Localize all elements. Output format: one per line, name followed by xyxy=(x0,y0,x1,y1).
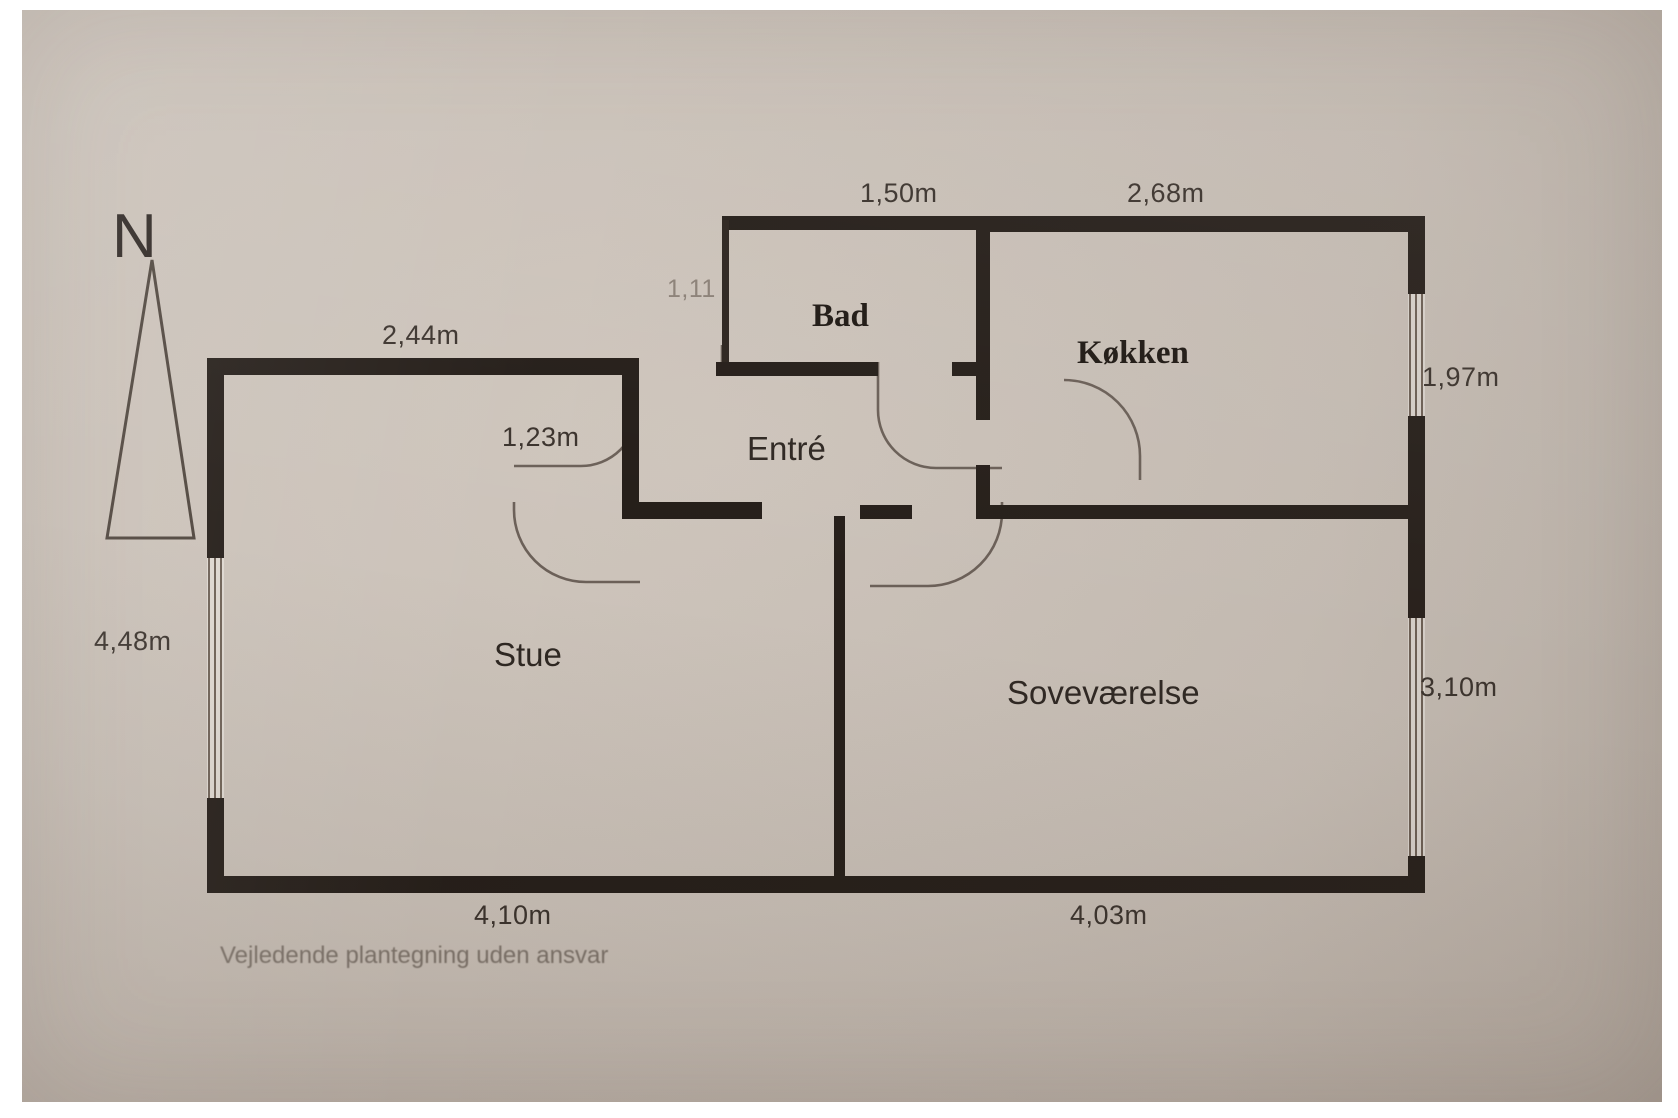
disclaimer-text: Vejledende plantegning uden ansvar xyxy=(220,942,609,969)
north-letter: N xyxy=(112,202,157,271)
dimension-bottom-left: 4,10m xyxy=(474,900,552,930)
dimension-left-outer: 4,48m xyxy=(94,626,172,656)
dimension-kokken-top: 2,68m xyxy=(1127,178,1205,208)
wall-stue-top xyxy=(207,358,639,375)
window-right-bedroom xyxy=(1408,618,1425,856)
room-label-sovevaerelse: Soveværelse xyxy=(1007,674,1200,711)
wall-bad-kokken-divider xyxy=(976,216,990,376)
window-right-kitchen xyxy=(1408,294,1425,416)
dimension-stue-top: 2,44m xyxy=(382,320,460,350)
wall-stue-hall-top xyxy=(622,502,762,519)
wall-bottom xyxy=(207,876,1425,893)
wall-kokken-top xyxy=(976,216,1425,232)
dimension-stue-inner-right: 1,23m xyxy=(502,422,580,452)
wall-sovevaerelse-top xyxy=(976,505,1425,519)
wall-hall-top-right-stub xyxy=(952,362,990,376)
wall-hall-bottom-left xyxy=(860,505,912,519)
wall-left-lower xyxy=(207,798,224,893)
room-label-stue: Stue xyxy=(494,636,562,673)
dimension-bad-left: 1,11 xyxy=(667,275,716,303)
room-label-bad: Bad xyxy=(812,298,869,334)
wall-bad-bottom xyxy=(716,362,878,376)
wall-right-top xyxy=(1408,232,1425,294)
dimension-kokken-right: 1,97m xyxy=(1422,362,1500,392)
paper-sheet: N xyxy=(22,10,1662,1102)
wall-stue-right-upper xyxy=(622,358,639,518)
door-swing-arcs xyxy=(512,345,1142,588)
wall-bad-top xyxy=(722,216,976,230)
dimension-bad-top: 1,50m xyxy=(860,178,938,208)
dimension-bottom-right: 4,03m xyxy=(1070,900,1148,930)
wall-entre-right-jamb xyxy=(976,376,990,420)
wall-stue-sovevaerelse-divider xyxy=(834,516,845,882)
room-label-entre: Entré xyxy=(747,430,826,467)
window-left xyxy=(207,558,224,798)
north-arrow-icon xyxy=(105,259,196,540)
room-label-kokken: Køkken xyxy=(1077,335,1189,371)
wall-bad-left xyxy=(722,220,729,365)
wall-right-bottom xyxy=(1408,856,1425,893)
dimension-sovevaerelse-right: 3,10m xyxy=(1420,672,1498,702)
wall-left-upper xyxy=(207,358,224,558)
